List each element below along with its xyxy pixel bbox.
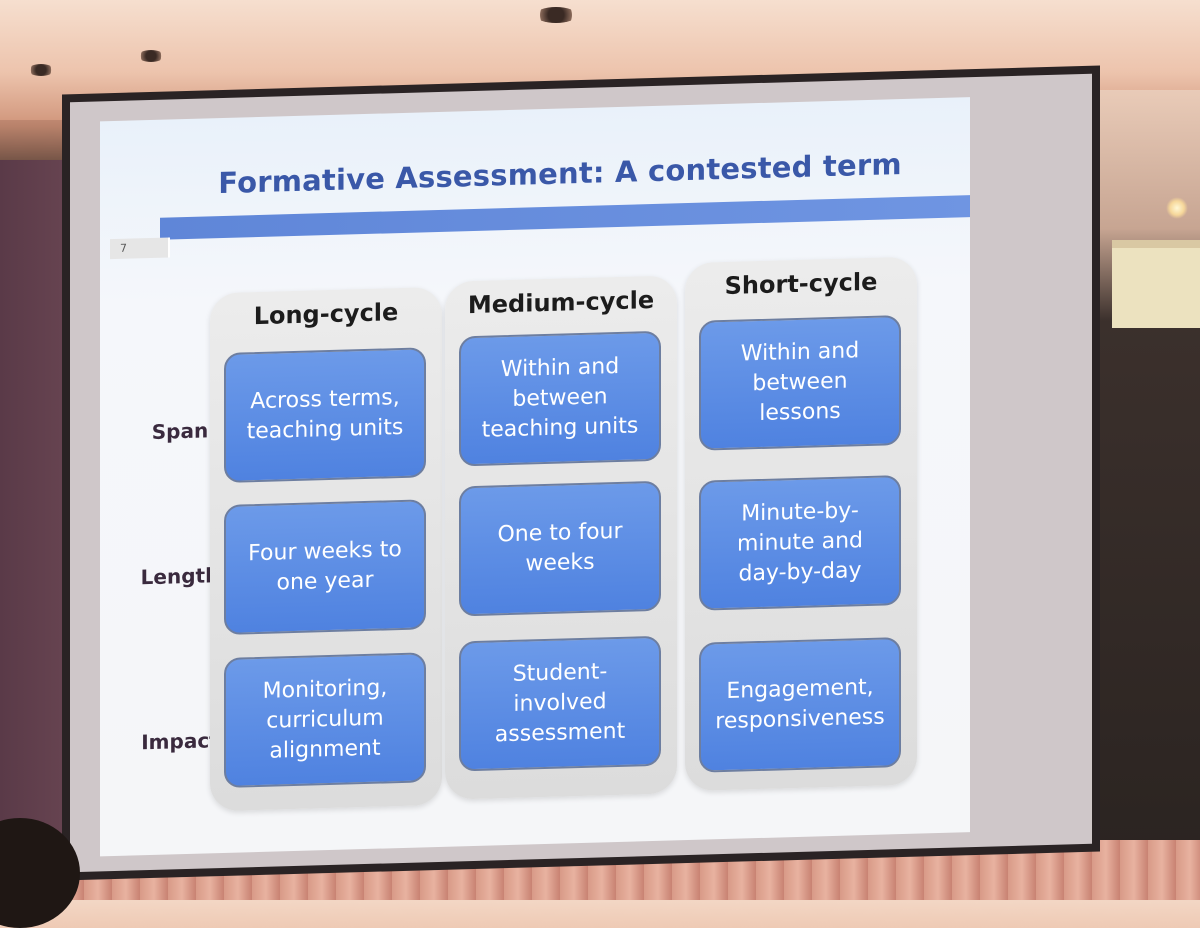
cell-impact: Student-involved assessment: [459, 635, 661, 772]
cell-length: Four weeks to one year: [224, 499, 426, 635]
cell-impact: Engagement, responsiveness: [699, 637, 901, 773]
cell-impact: Monitoring, curriculum alignment: [224, 652, 426, 788]
projection-screen: Formative Assessment: A contested term 7…: [70, 73, 1092, 873]
cell-span: Within and between teaching units: [459, 330, 661, 467]
column-header: Long-cycle: [253, 298, 399, 331]
column-header: Medium-cycle: [467, 285, 655, 320]
right-wall: [1090, 90, 1200, 860]
column-header: Short-cycle: [724, 267, 878, 300]
presentation-slide: Formative Assessment: A contested term 7…: [100, 97, 970, 857]
column-short-cycle: Short-cycle Within and between lessons M…: [685, 256, 917, 792]
cell-span: Across terms, teaching units: [224, 347, 426, 483]
cell-span: Within and between lessons: [699, 315, 901, 451]
title-underline-bar: [160, 195, 970, 240]
ceiling-light: [28, 64, 54, 76]
cell-length: One to four weeks: [459, 480, 661, 617]
slide-number: 7: [110, 237, 170, 260]
column-long-cycle: Long-cycle Across terms, teaching units …: [210, 286, 442, 812]
slide-title: Formative Assessment: A contested term: [218, 147, 902, 201]
column-medium-cycle: Medium-cycle Within and between teaching…: [445, 275, 677, 800]
ceiling-light: [535, 7, 577, 23]
cell-length: Minute-by-minute and day-by-day: [699, 475, 901, 611]
wall-light: [1166, 197, 1188, 219]
background-window: [1112, 240, 1200, 328]
ceiling-light: [138, 50, 164, 62]
